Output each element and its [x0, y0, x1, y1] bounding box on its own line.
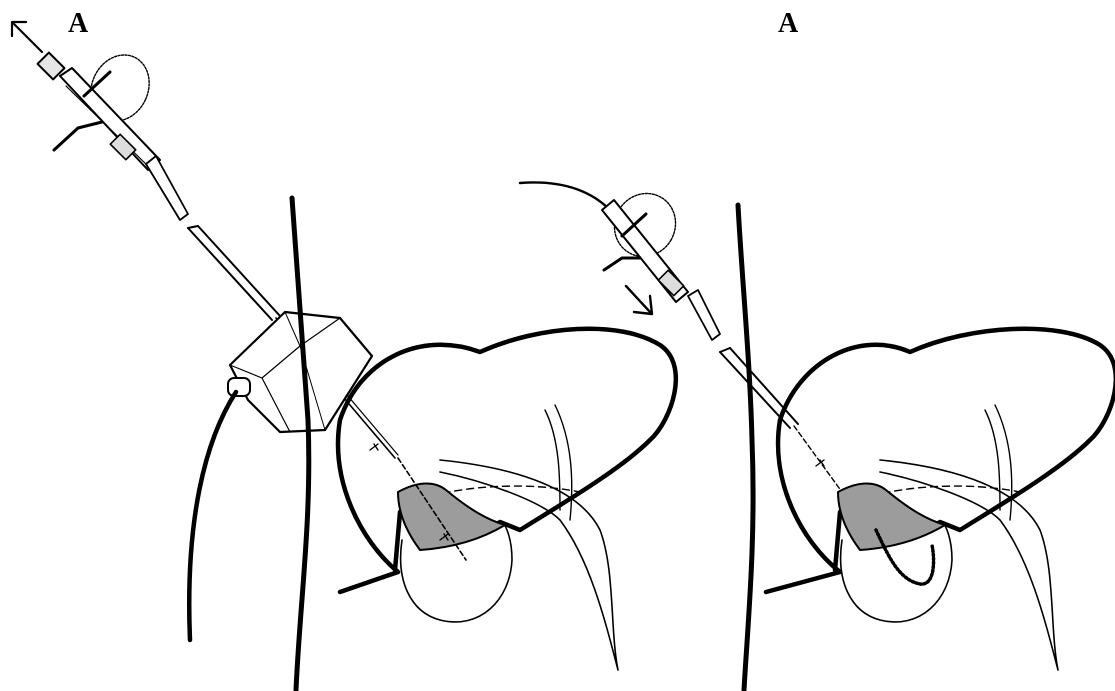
panel-label-left: A [68, 10, 88, 38]
sheath-device [38, 45, 188, 220]
guide-wire [520, 182, 610, 210]
heart-outline [338, 329, 676, 592]
right-panel [520, 182, 1115, 690]
body-wall-line [292, 198, 309, 690]
withdraw-arrow-icon [12, 22, 42, 52]
push-arrow-icon [626, 286, 652, 314]
external-tube [189, 392, 236, 640]
right-shaded-appendage [838, 484, 945, 551]
left-panel [12, 22, 676, 690]
shaded-appendage [398, 484, 505, 551]
panel-label-right: A [778, 10, 798, 38]
delivery-device [602, 182, 720, 340]
